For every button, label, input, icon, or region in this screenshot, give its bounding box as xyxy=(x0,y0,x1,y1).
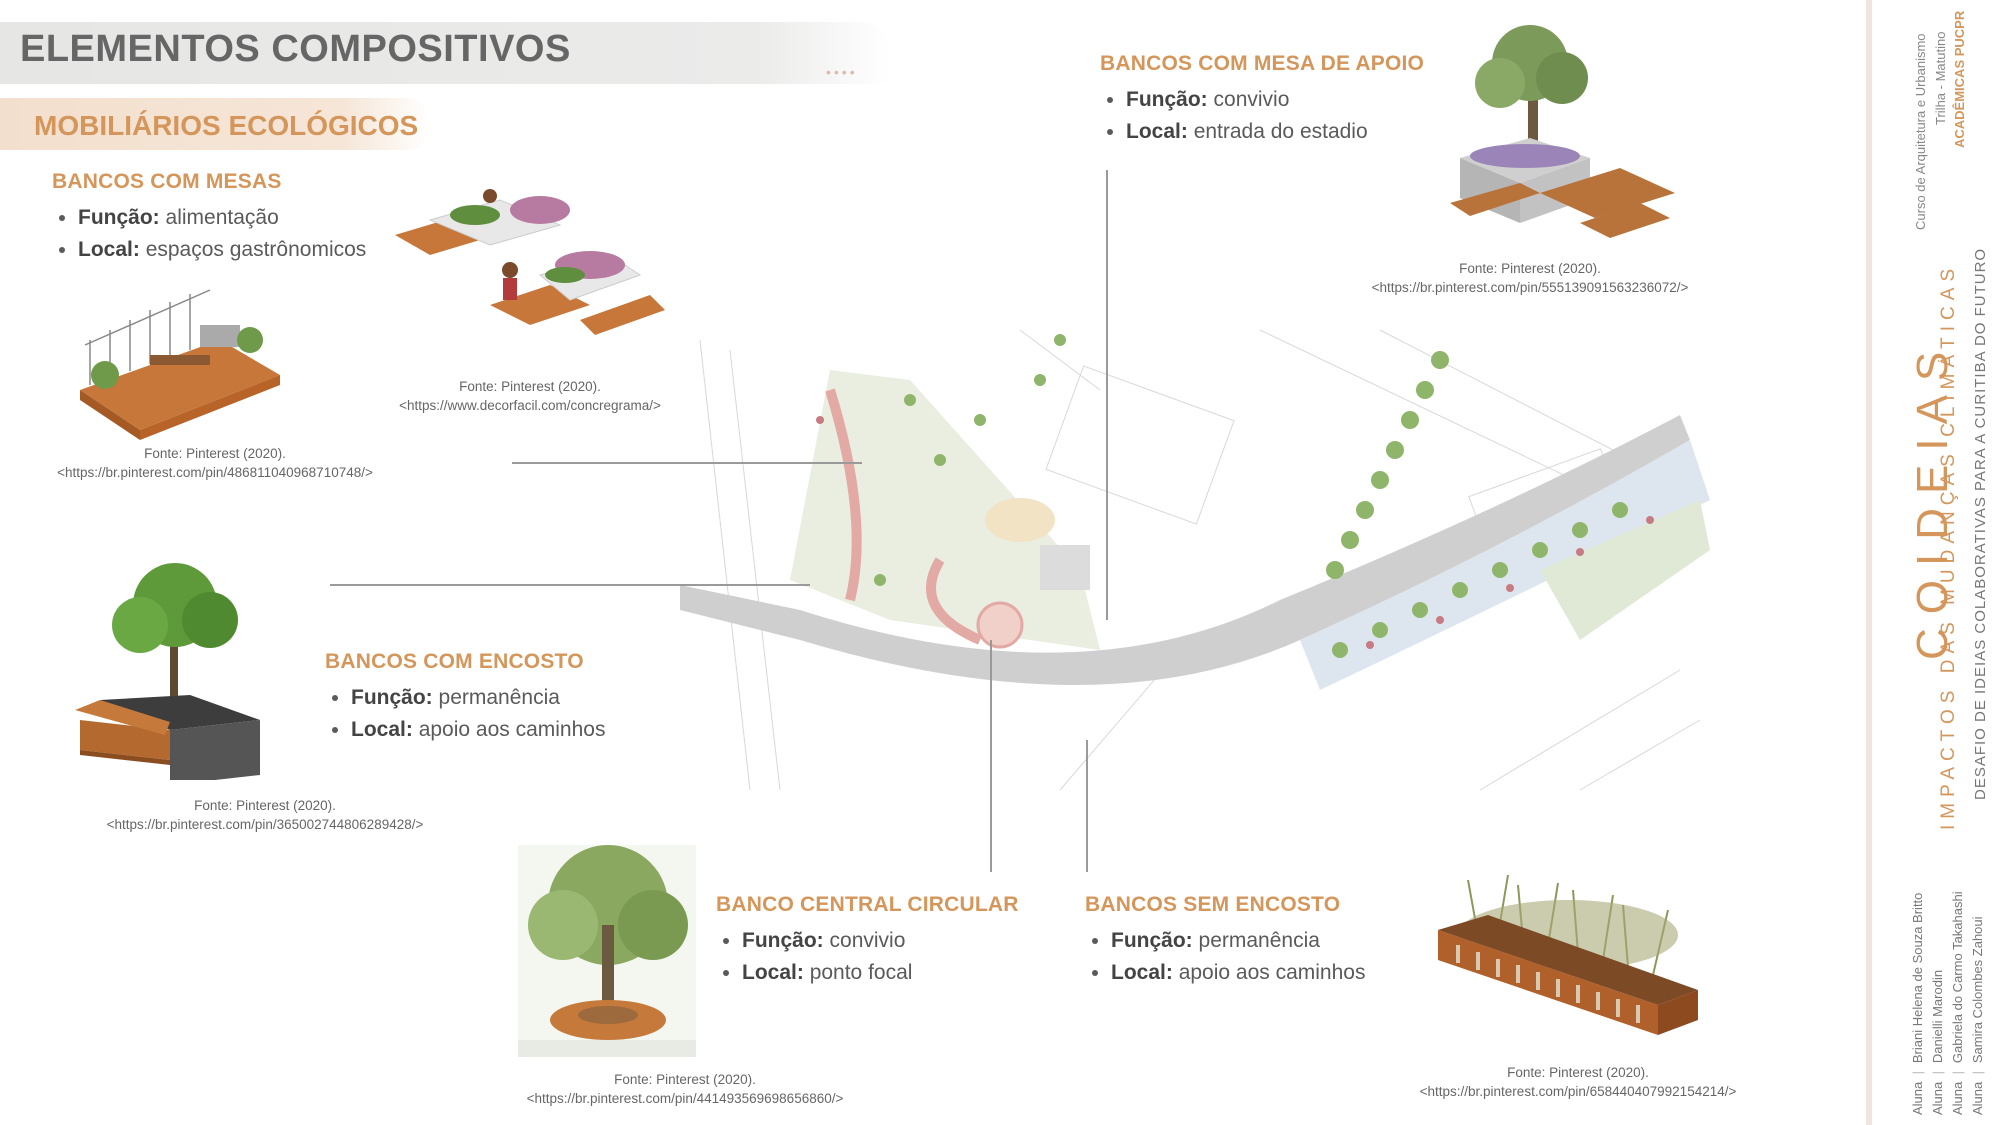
image-credit: Fonte: Pinterest (2020).<https://br.pint… xyxy=(1419,1065,1737,1099)
section-title: BANCOS SEM ENCOSTO xyxy=(1085,893,1341,916)
sidebar-rule xyxy=(1866,0,1872,1125)
bullet-local: Local: ponto focal xyxy=(742,957,1019,989)
section-bancos-com-encosto: BANCOS COM ENCOSTO Função: permanência L… xyxy=(325,650,605,746)
section-title: BANCOS COM ENCOSTO xyxy=(325,650,584,673)
tree-bench-backrest-image xyxy=(75,563,260,780)
page-title: ELEMENTOS COMPOSITIVOS xyxy=(20,28,571,70)
bench-table-railing-image xyxy=(80,289,280,440)
bullet-funcao: Função: convivio xyxy=(742,925,1019,957)
sidebar-aluna: Aluna | Briani Helena de Souza Britto xyxy=(1910,892,1925,1115)
sidebar-aluna: Aluna | Gabriela do Carmo Takahashi xyxy=(1950,891,1965,1115)
leader-line xyxy=(1086,740,1088,872)
title-brush-background xyxy=(0,22,890,84)
bullet-local: Local: apoio aos caminhos xyxy=(351,714,605,746)
section-bullets: Função: convivio Local: ponto focal xyxy=(716,925,1019,989)
section-banco-central-circular: BANCO CENTRAL CIRCULAR Função: convivio … xyxy=(716,893,1019,989)
section-bullets: Função: permanência Local: apoio aos cam… xyxy=(325,682,605,746)
section-title: BANCO CENTRAL CIRCULAR xyxy=(716,893,1019,916)
bullet-funcao: Função: convivio xyxy=(1126,84,1424,116)
sidebar-aluna: Aluna | Samira Colombes Zahoui xyxy=(1970,916,1985,1115)
section-bancos-com-mesa-de-apoio: BANCOS COM MESA DE APOIO Função: convivi… xyxy=(1100,52,1424,148)
leader-line xyxy=(1106,170,1108,620)
decorative-dots: •••• xyxy=(826,64,858,80)
image-credit: Fonte: Pinterest (2020).<https://www.dec… xyxy=(399,379,661,413)
sidebar-aluna: Aluna | Danielli Marodin xyxy=(1930,969,1945,1115)
tree-planter-table-image xyxy=(1450,25,1675,238)
circular-tree-bench-image xyxy=(518,845,696,1057)
section-title: BANCOS COM MESA DE APOIO xyxy=(1100,52,1425,75)
bullet-funcao: Função: alimentação xyxy=(78,202,366,234)
bullet-local: Local: entrada do estadio xyxy=(1126,116,1424,148)
planter-bench-no-backrest-image xyxy=(1438,875,1698,1035)
section-bancos-sem-encosto: BANCOS SEM ENCOSTO Função: permanência L… xyxy=(1085,893,1365,989)
page-subtitle: MOBILIÁRIOS ECOLÓGICOS xyxy=(34,110,419,141)
leader-line xyxy=(990,640,992,872)
section-bancos-com-mesas: BANCOS COM MESAS Função: alimentação Loc… xyxy=(52,170,366,266)
section-bullets: Função: alimentação Local: espaços gastr… xyxy=(52,202,366,266)
site-plan-map xyxy=(680,329,1711,791)
sidebar-academicas: ACADÊMICAS PUCPR xyxy=(1952,10,1967,148)
section-title: BANCOS COM MESAS xyxy=(52,170,282,193)
leader-line xyxy=(330,584,810,586)
sidebar-turma: Trilha - Matutino xyxy=(1933,31,1948,125)
image-credit: Fonte: Pinterest (2020).<https://br.pint… xyxy=(1371,261,1689,295)
section-bullets: Função: convivio Local: entrada do estad… xyxy=(1100,84,1424,148)
image-credit: Fonte: Pinterest (2020).<https://br.pint… xyxy=(106,798,424,832)
section-bullets: Função: permanência Local: apoio aos cam… xyxy=(1085,925,1365,989)
subtitle-brush-background xyxy=(0,98,430,150)
planter-bench-image xyxy=(395,189,665,335)
bullet-funcao: Função: permanência xyxy=(1111,925,1365,957)
image-credit: Fonte: Pinterest (2020).<https://br.pint… xyxy=(526,1072,844,1106)
bullet-local: Local: espaços gastrônomicos xyxy=(78,234,366,266)
bullet-local: Local: apoio aos caminhos xyxy=(1111,957,1365,989)
sidebar-desafio: DESAFIO DE IDEIAS COLABORATIVAS PARA A C… xyxy=(1972,247,1989,800)
leader-line xyxy=(512,462,862,464)
sidebar-curso: Curso de Arquitetura e Urbanismo xyxy=(1913,33,1928,230)
bullet-funcao: Função: permanência xyxy=(351,682,605,714)
sidebar-impactos: IMPACTOS DAS MUDANÇAS CLIMÁTICAS xyxy=(1938,262,1959,830)
image-credit: Fonte: Pinterest (2020).<https://br.pint… xyxy=(57,446,373,480)
